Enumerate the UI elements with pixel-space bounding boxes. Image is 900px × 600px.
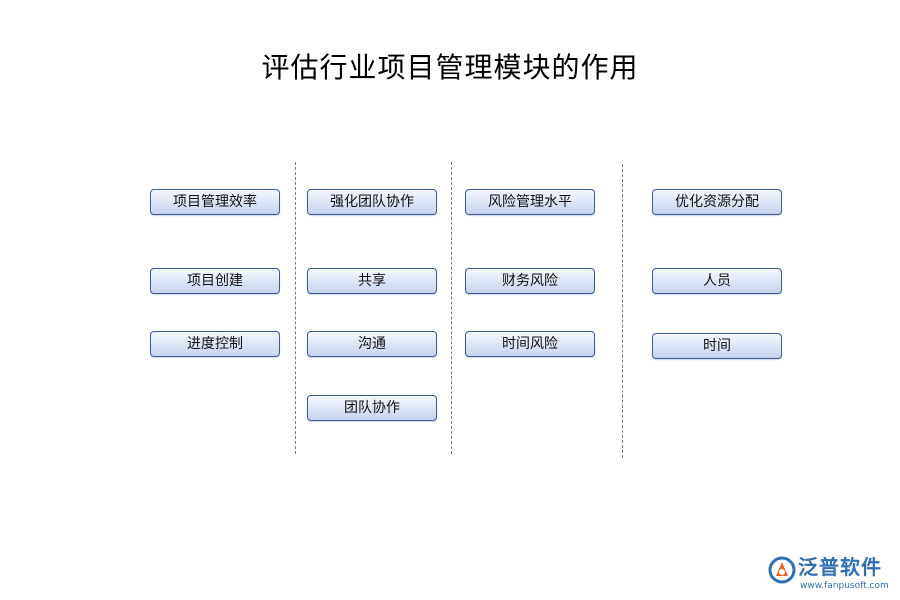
node-project-creation: 项目创建 bbox=[150, 268, 280, 294]
brand-logo: 泛普软件 www.fanpusoft.com bbox=[768, 554, 894, 594]
fanpu-logo-icon bbox=[768, 556, 796, 584]
node-time: 时间 bbox=[652, 333, 782, 359]
node-strengthen-teamwork: 强化团队协作 bbox=[307, 189, 437, 215]
divider-1 bbox=[295, 162, 296, 454]
node-optimize-resources: 优化资源分配 bbox=[652, 189, 782, 215]
page-title: 评估行业项目管理模块的作用 bbox=[261, 51, 639, 84]
node-sharing: 共享 bbox=[307, 268, 437, 294]
node-time-risk: 时间风险 bbox=[465, 331, 595, 357]
node-progress-control: 进度控制 bbox=[150, 331, 280, 357]
node-personnel: 人员 bbox=[652, 268, 782, 294]
divider-3 bbox=[622, 164, 623, 458]
node-team-collaboration: 团队协作 bbox=[307, 395, 437, 421]
divider-2 bbox=[451, 162, 452, 454]
logo-name: 泛普软件 bbox=[798, 555, 882, 579]
node-financial-risk: 财务风险 bbox=[465, 268, 595, 294]
node-communication: 沟通 bbox=[307, 331, 437, 357]
logo-url: www.fanpusoft.com bbox=[800, 581, 889, 591]
node-project-efficiency: 项目管理效率 bbox=[150, 189, 280, 215]
node-risk-management-level: 风险管理水平 bbox=[465, 189, 595, 215]
